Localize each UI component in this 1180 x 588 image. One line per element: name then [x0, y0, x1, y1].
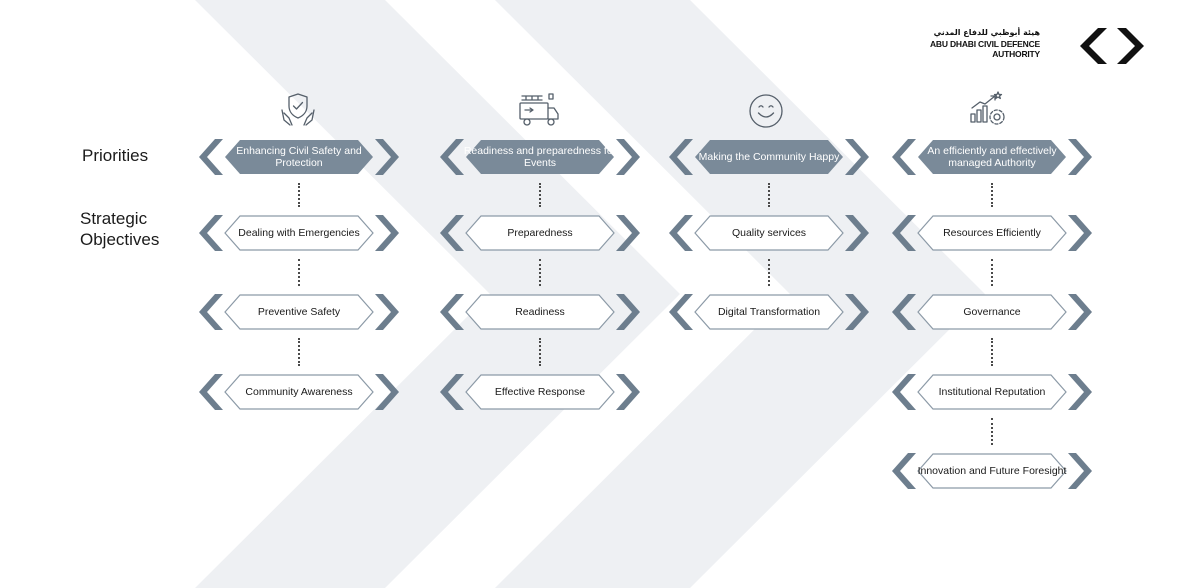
objective-preventive-safety-label: Preventive Safety [257, 306, 341, 318]
connector-col2-2 [539, 259, 541, 286]
connector-col2-1 [539, 183, 541, 207]
priority-an-efficiently-and-effectively-managed-authority: An efficiently and effectively managed A… [892, 137, 1092, 177]
shield-hands-icon [281, 93, 315, 126]
objective-dealing-with-emergencies-label: Dealing with Emergencies [238, 227, 360, 239]
objective-effective-response-label: Effective Response [494, 386, 586, 398]
objective-governance: Governance [892, 292, 1092, 332]
priority-an-efficiently-and-effectively-managed-authority-label: An efficiently and effectively managed A… [927, 145, 1057, 169]
strategic-label-line1: Strategic [80, 209, 148, 228]
objective-preparedness: Preparedness [440, 213, 640, 253]
connector-col3-1 [768, 183, 770, 207]
logo-brackets-icon [1080, 28, 1144, 64]
objective-quality-services: Quality services [669, 213, 869, 253]
objective-readiness-label: Readiness [515, 306, 565, 318]
logo-arabic-text: هيئة أبوظبي للدفاع المدني [933, 28, 1040, 37]
objective-digital-transformation-label: Digital Transformation [717, 306, 821, 318]
objective-innovation-and-future-foresight-label: Innovation and Future Foresight [917, 465, 1067, 477]
connector-col3-2 [768, 259, 770, 286]
objective-dealing-with-emergencies: Dealing with Emergencies [199, 213, 399, 253]
priorities-label: Priorities [82, 146, 149, 165]
connector-col1-2 [298, 259, 300, 286]
connector-col4-2 [991, 259, 993, 286]
objective-readiness: Readiness [440, 292, 640, 332]
priority-enhancing-civil-safety-and-protection-label: Enhancing Civil Safety and Protection [236, 145, 362, 169]
strategic-objectives-label: Strategic Objectives [80, 208, 159, 250]
priority-readiness-and-preparedness-for-events: Readiness and preparedness for Events [440, 137, 640, 177]
priority-readiness-and-preparedness-for-events-label: Readiness and preparedness for Events [463, 145, 617, 169]
adcda-logo: هيئة أبوظبي للدفاع المدني ABU DHABI CIVI… [930, 24, 1152, 68]
logo-text-line1: ABU DHABI CIVIL DEFENCE [929, 39, 1040, 49]
objective-innovation-and-future-foresight: Innovation and Future Foresight [892, 451, 1092, 491]
priority-enhancing-civil-safety-and-protection: Enhancing Civil Safety and Protection [199, 137, 399, 177]
connector-col4-4 [991, 418, 993, 445]
growth-chart-gear-icon [970, 91, 1005, 125]
objective-community-awareness-label: Community Awareness [245, 386, 353, 398]
connector-col4-3 [991, 338, 993, 366]
connector-col4-1 [991, 183, 993, 207]
objective-preparedness-label: Preparedness [507, 227, 573, 239]
objective-institutional-reputation-label: Institutional Reputation [938, 386, 1046, 398]
objective-resources-efficiently-label: Resources Efficiently [943, 227, 1041, 239]
connector-col1-3 [298, 338, 300, 366]
objective-preventive-safety: Preventive Safety [199, 292, 399, 332]
connector-col2-3 [539, 338, 541, 366]
objective-resources-efficiently: Resources Efficiently [892, 213, 1092, 253]
objective-digital-transformation: Digital Transformation [669, 292, 869, 332]
objective-institutional-reputation: Institutional Reputation [892, 372, 1092, 412]
smiley-face-icon [749, 94, 783, 128]
objective-effective-response: Effective Response [440, 372, 640, 412]
logo-text-line2: AUTHORITY [992, 49, 1040, 59]
fire-truck-icon [519, 93, 559, 126]
objective-community-awareness: Community Awareness [199, 372, 399, 412]
priority-making-the-community-happy: Making the Community Happy [669, 137, 869, 177]
connector-col1-1 [298, 183, 300, 207]
priority-making-the-community-happy-label: Making the Community Happy [698, 151, 840, 163]
objective-quality-services-label: Quality services [731, 227, 807, 239]
strategic-label-line2: Objectives [80, 230, 160, 249]
objective-governance-label: Governance [963, 306, 1021, 318]
